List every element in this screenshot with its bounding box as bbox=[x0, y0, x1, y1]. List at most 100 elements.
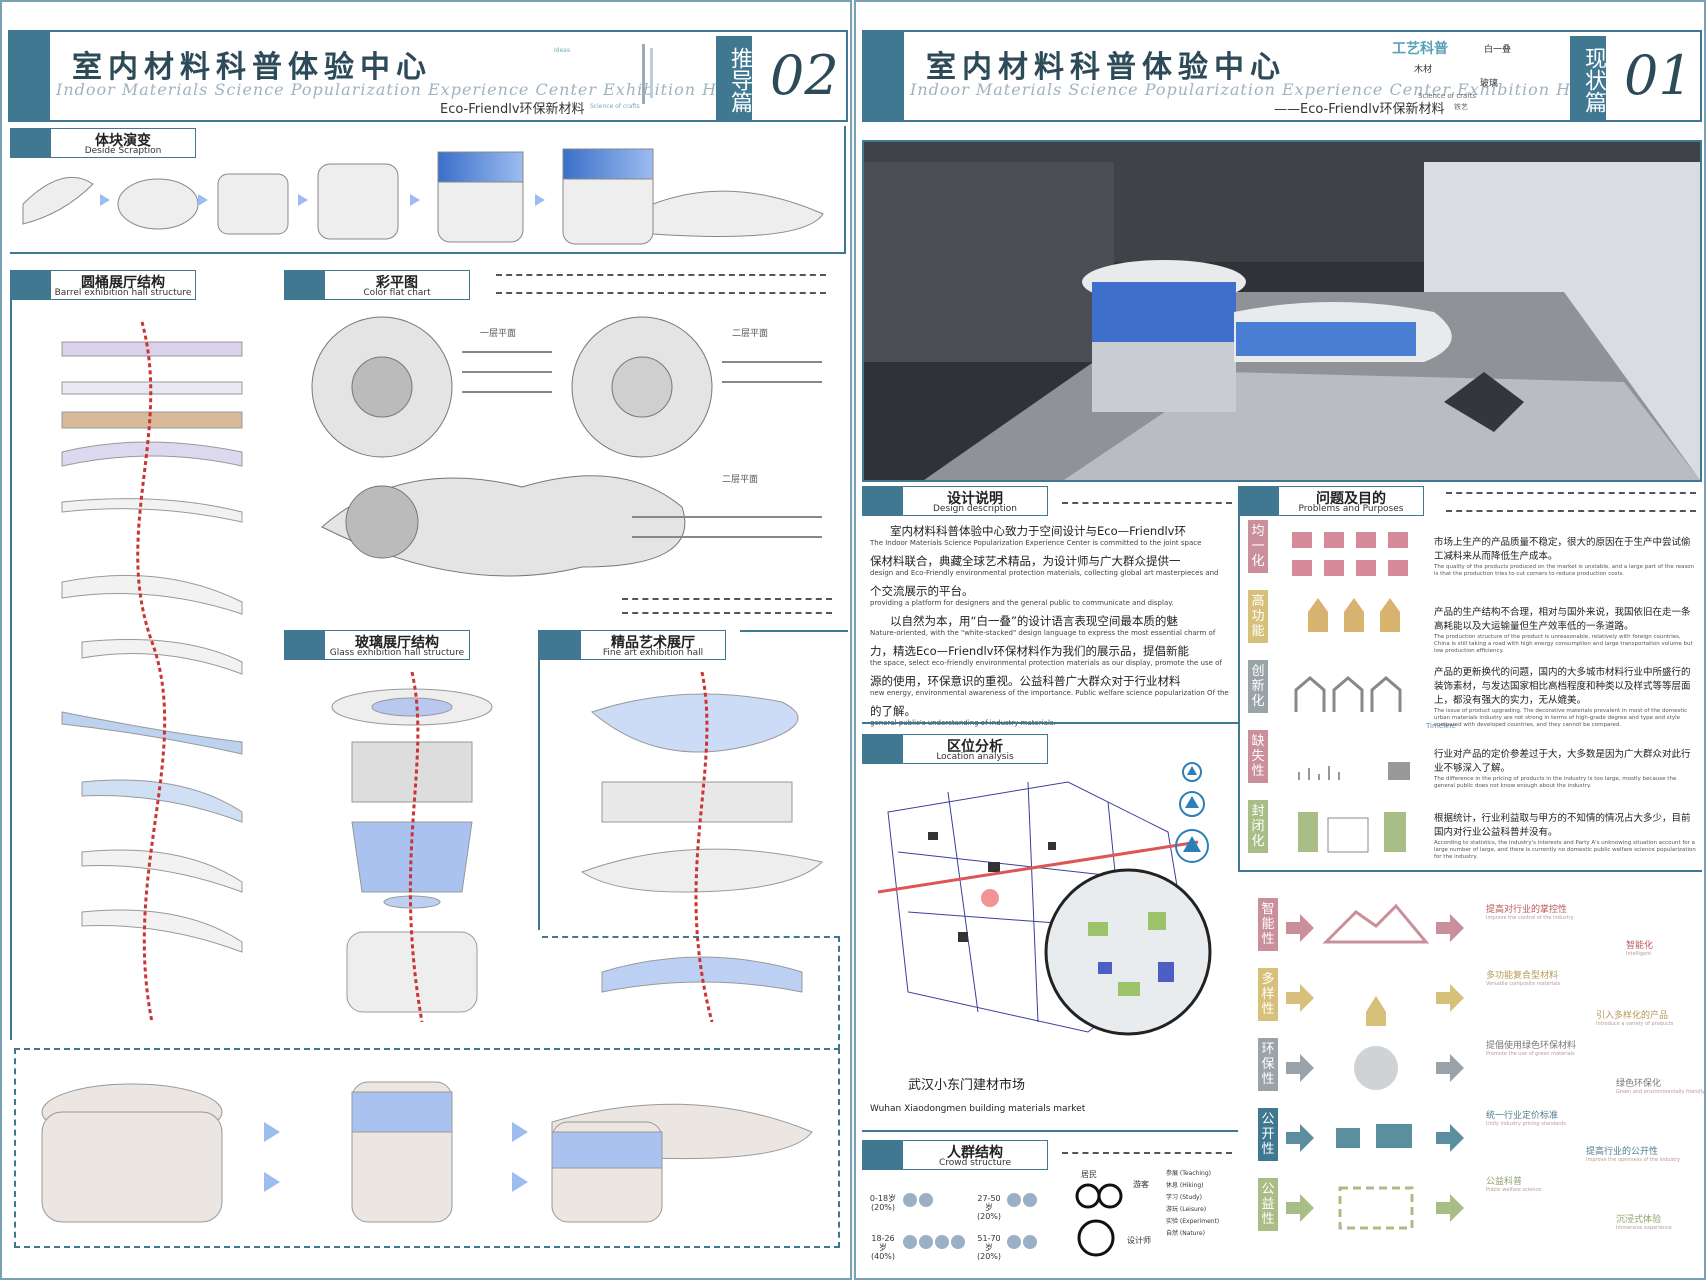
barrel-hall-exploded-diagram bbox=[61, 321, 243, 1023]
problem-label: 封闭化 bbox=[1248, 800, 1268, 853]
divider-dashed bbox=[1062, 502, 1232, 504]
goal-b-en: Introduce a variety of products bbox=[1596, 1021, 1674, 1027]
goal-a-en: Public welfare science bbox=[1486, 1187, 1542, 1193]
legend-item: 自然 (Nature) bbox=[1166, 1230, 1205, 1237]
svg-text:Science of crafts: Science of crafts bbox=[590, 103, 640, 110]
goal-b-zh: 绿色环保化 bbox=[1616, 1079, 1662, 1089]
design-line: 保材料联合，典藏全球艺术精品，为设计师与广大群众提供一 bbox=[870, 554, 1181, 568]
goal-a-en: Unify industry pricing standards bbox=[1486, 1121, 1566, 1127]
goal-label: 公益性 bbox=[1258, 1178, 1278, 1231]
site-render-image bbox=[864, 142, 1700, 480]
problem-label: 缺失性 bbox=[1248, 730, 1268, 783]
right-subtitle: Indoor Materials Science Popularization … bbox=[910, 80, 1594, 99]
role-avatar-icons bbox=[1075, 1183, 1123, 1257]
divider-dashed bbox=[622, 612, 832, 614]
goal-label: 智能性 bbox=[1258, 898, 1278, 951]
design-line: 的了解。 bbox=[870, 704, 916, 718]
age-range: 18-26岁 bbox=[871, 1234, 895, 1252]
design-line-en: the space, select eco-friendly environme… bbox=[870, 659, 1222, 667]
problem-text: 行业对产品的定价参差过于大，大多数是因为广大群众对此行业不够深入了解。 The d… bbox=[1434, 748, 1696, 790]
block-evolution-illustration bbox=[22, 148, 824, 245]
problems-subtitle: Problems and Purposes bbox=[1298, 504, 1404, 514]
fine-art-hall-title: 精品艺术展厅 bbox=[611, 635, 695, 651]
problem-label: 高功能 bbox=[1248, 590, 1268, 643]
block-evolution-title: 体块演变 bbox=[95, 133, 151, 149]
goal-a-zh: 多功能复合型材料 bbox=[1486, 971, 1559, 981]
header-accent-bar bbox=[10, 32, 50, 120]
problem-text-en: The production structure of the product … bbox=[1434, 634, 1693, 654]
right-title: 室内材料科普体验中心 bbox=[926, 50, 1286, 85]
goal-b-en: Improve the openness of the industry bbox=[1586, 1157, 1681, 1163]
role-label: 居民 bbox=[1081, 1170, 1097, 1179]
goal-b-en: Green and environmentally friendly bbox=[1616, 1089, 1705, 1095]
goal-b-zh: 引入多样化的产品 bbox=[1596, 1011, 1669, 1021]
dashed-frame-extension bbox=[542, 936, 840, 1050]
problem-text-en: The difference in the pricing of product… bbox=[1434, 776, 1677, 789]
location-place-en: Wuhan Xiaodongmen building materials mar… bbox=[870, 1104, 1086, 1114]
problem-text: 市场上生产的产品质量不稳定，很大的原因在于生产中尝试偷工减料来从而降低生产成本。… bbox=[1434, 536, 1696, 578]
right-side-label: 现状篇 bbox=[1570, 36, 1606, 120]
goal-a-zh: 提高对行业的掌控性 bbox=[1486, 905, 1568, 915]
role-label: 设计师 bbox=[1127, 1236, 1151, 1245]
location-title: 区位分析 bbox=[947, 739, 1003, 755]
goal-a-en: Versatile composite materials bbox=[1486, 981, 1561, 987]
fine-art-border bbox=[538, 630, 540, 930]
divider-dashed bbox=[1446, 510, 1696, 512]
role-label: 游客 bbox=[1133, 1180, 1149, 1189]
right-tagline: ——Eco-Friendlv环保新材料 bbox=[1274, 102, 1445, 117]
right-header: 室内材料科普体验中心 Indoor Materials Science Popu… bbox=[862, 30, 1702, 122]
design-line-en: Nature-oriented, with the "white-stacked… bbox=[870, 629, 1216, 637]
problems-frame bbox=[1238, 512, 1702, 872]
problem-label: 创新化 bbox=[1248, 660, 1268, 713]
problem-text-en: The quality of the products produced on … bbox=[1434, 564, 1695, 577]
legend-item: 游玩 (Leisure) bbox=[1166, 1206, 1207, 1213]
age-range: 0-18岁 bbox=[869, 1194, 897, 1203]
goal-a-en: Improve the control of the industry bbox=[1486, 915, 1574, 921]
legend-item: 休息 (Hiking) bbox=[1166, 1182, 1204, 1189]
word-cloud: 工艺科普 白一叠 木材 玻璃 Science of crafts 铁艺 bbox=[1384, 36, 1564, 120]
goal-a-zh: 提倡使用绿色环保材料 bbox=[1486, 1041, 1577, 1051]
problem-text: 根据统计，行业利益取与甲方的不知情的情况占大多少，目前国内对行业公益科普并没有。… bbox=[1434, 812, 1696, 861]
problem-text-zh: 行业对产品的定价参差过于大，大多数是因为广大群众对此行业不够深入了解。 bbox=[1434, 749, 1691, 774]
problem-text: 产品的生产结构不合理，相对与国外来说，我国依旧在走一条高耗能以及大运输量但生产效… bbox=[1434, 606, 1696, 655]
location-place: 武汉小东门建材市场 bbox=[908, 1078, 1026, 1093]
divider-dashed bbox=[1446, 492, 1696, 494]
location-subtitle: Location analysis bbox=[936, 752, 1014, 762]
goal-b-zh: 智能化 bbox=[1626, 941, 1654, 951]
goal-b-en: Immersive experience bbox=[1616, 1225, 1672, 1231]
age-range: 51-70岁 bbox=[977, 1234, 1001, 1252]
divider-dashed bbox=[496, 274, 826, 276]
age-pct: (20%) bbox=[870, 1203, 896, 1212]
right-page-number: 01 bbox=[1624, 44, 1693, 107]
divider-dashed bbox=[1062, 1152, 1232, 1154]
design-line: 个交流展示的平台。 bbox=[870, 584, 974, 598]
age-pct: (20%) bbox=[976, 1252, 1002, 1261]
divider-dashed bbox=[496, 292, 826, 294]
cloud-word: Science of crafts bbox=[1418, 92, 1477, 100]
crowd-subtitle: Crowd structure bbox=[938, 1158, 1012, 1168]
color-plan-subtitle: Color flat chart bbox=[363, 288, 431, 298]
legend-item: 实验 (Experiment) bbox=[1166, 1218, 1220, 1225]
goal-arrows-and-icons bbox=[1286, 903, 1464, 1230]
goal-label: 环保性 bbox=[1258, 1038, 1278, 1091]
goal-a-zh: 公益科普 bbox=[1486, 1177, 1523, 1187]
goal-a-zh: 统一行业定价标准 bbox=[1486, 1111, 1559, 1121]
problem-label: 均一化 bbox=[1248, 520, 1268, 573]
right-sheet: 室内材料科普体验中心 Indoor Materials Science Popu… bbox=[854, 0, 1706, 1280]
goal-label: 公开性 bbox=[1258, 1108, 1278, 1161]
svg-text:一层平面: 一层平面 bbox=[480, 328, 516, 339]
age-pct: (20%) bbox=[976, 1212, 1002, 1221]
fine-art-border bbox=[740, 630, 848, 632]
north-arrow-icon bbox=[1175, 762, 1209, 863]
problem-icons bbox=[1292, 532, 1410, 853]
